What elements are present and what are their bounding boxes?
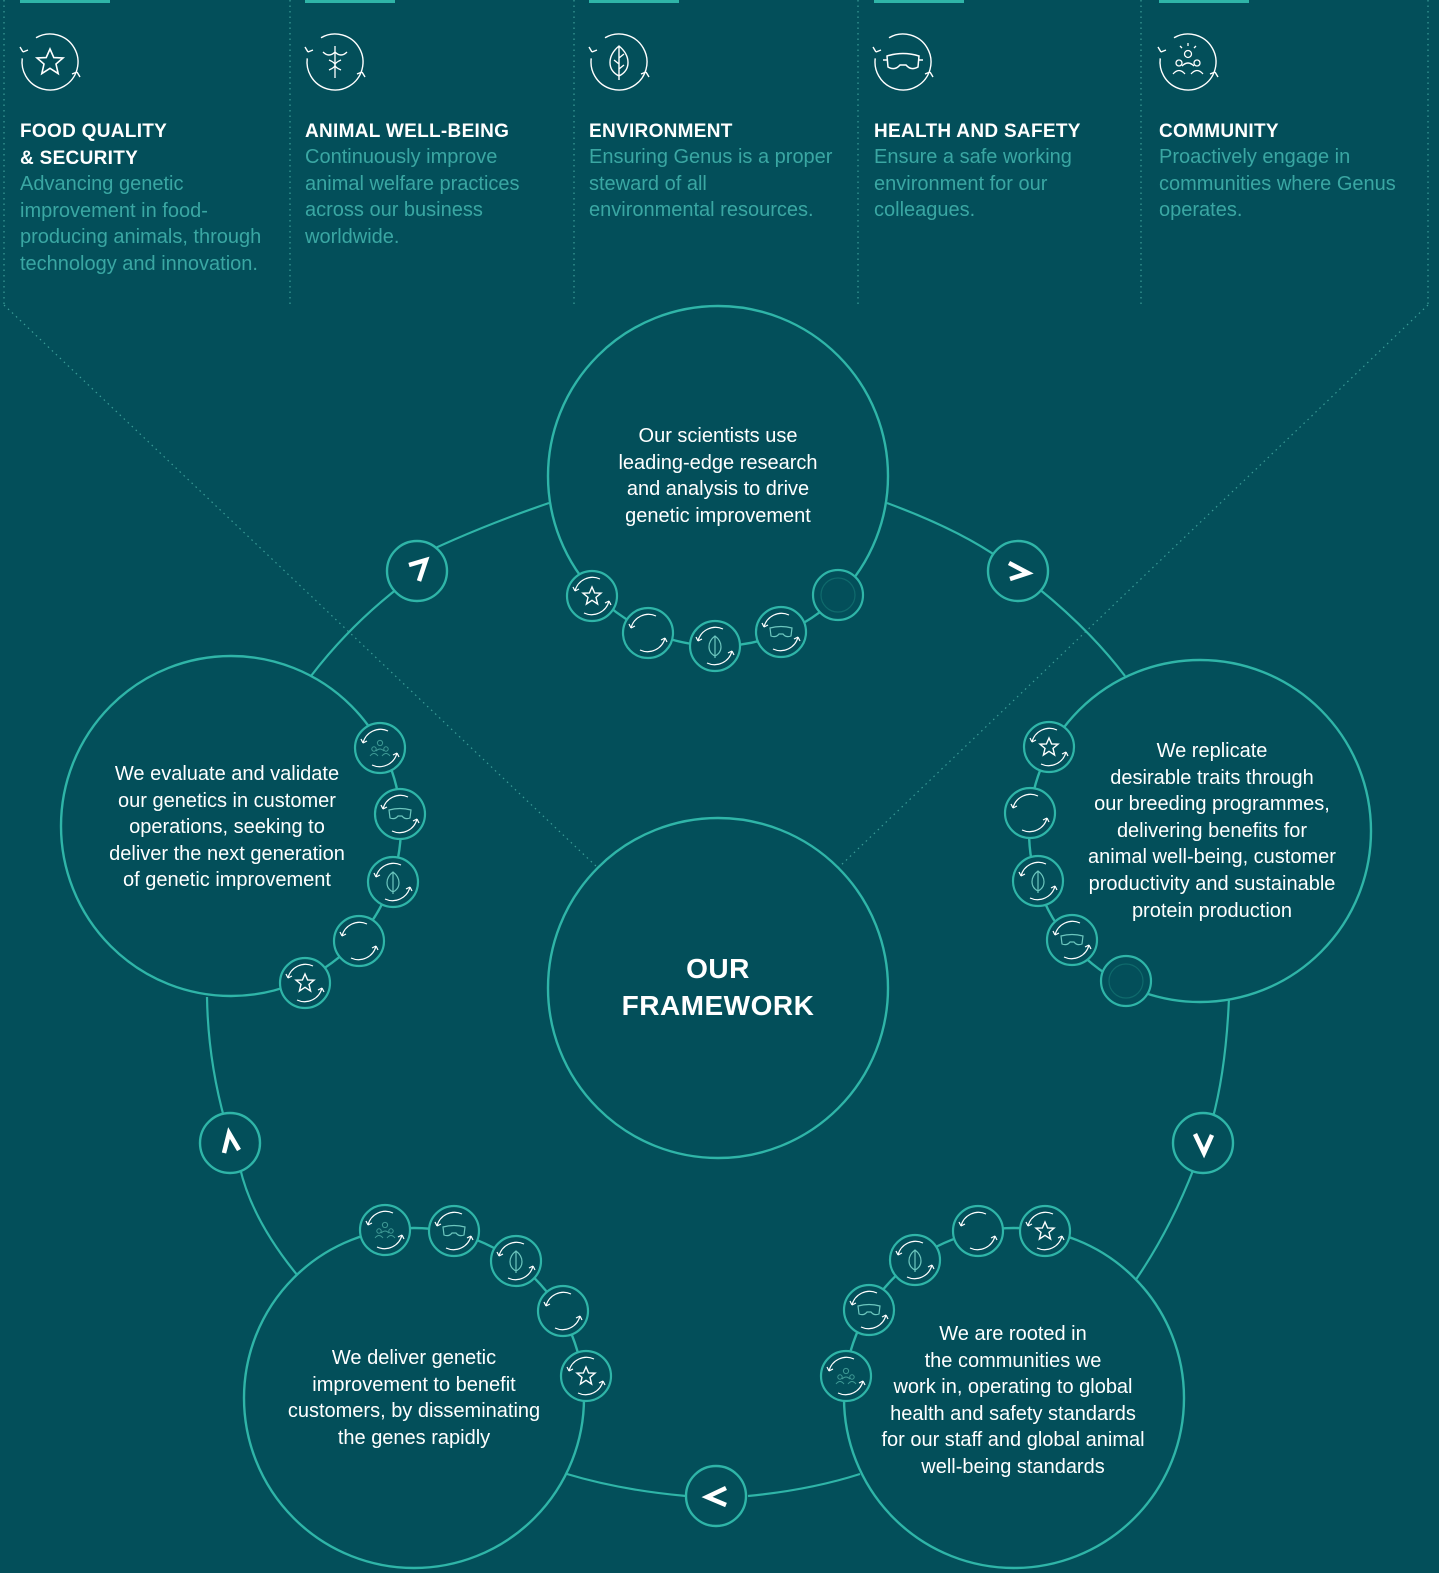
caduceus-icon <box>1003 786 1057 840</box>
chevron-icon <box>408 556 430 582</box>
caduceus-icon <box>951 1204 1005 1258</box>
pillar-description: Ensure a safe working environment for ou… <box>874 146 1072 222</box>
caduceus-icon <box>332 914 386 968</box>
star-icon <box>565 569 619 623</box>
mini-icons <box>278 568 1153 1403</box>
arrow-badge-4 <box>684 1464 748 1528</box>
pillar-description: Continuously improve animal welfare prac… <box>305 146 520 248</box>
pillar-title: ENVIRONMENT <box>589 121 733 142</box>
pillar-accent-bar <box>874 0 964 3</box>
column-dividers <box>3 0 1429 869</box>
leaf-icon <box>888 1233 942 1287</box>
leaf-icon <box>489 1234 543 1288</box>
goggles-icon <box>373 787 427 841</box>
pillar-accent-bar <box>20 0 110 3</box>
people-icon <box>358 1203 412 1257</box>
pillar-accent-bar <box>305 0 395 3</box>
star-icon <box>1018 1204 1072 1258</box>
arrow-badge-3 <box>1171 1111 1235 1175</box>
caduceus-icon <box>536 1284 590 1338</box>
people-icon <box>811 568 865 622</box>
star-icon <box>278 956 332 1010</box>
pillar-title: FOOD QUALITY& SECURITY <box>20 121 168 169</box>
chevron-icon <box>1007 561 1034 582</box>
star-icon <box>559 1349 613 1403</box>
chevron-left-icon <box>701 1485 727 1508</box>
arrow-badges <box>198 539 1235 1528</box>
pillar-description: Ensuring Genus is a proper steward of al… <box>589 146 833 222</box>
chevron-up-icon <box>221 1127 241 1154</box>
dotted-pointer-left <box>3 304 599 869</box>
pillar-accent-bar <box>1159 0 1249 3</box>
arrow-badge-1 <box>385 539 449 603</box>
people-icon <box>1099 954 1153 1008</box>
safety-goggles-cycle-icon <box>872 33 934 91</box>
leaf-icon <box>688 619 742 673</box>
pillar-icons <box>19 33 1219 91</box>
goggles-icon <box>427 1204 481 1258</box>
caduceus-icon <box>621 606 675 660</box>
goggles-icon <box>754 605 808 659</box>
pillar-description: Advancing genetic improvement in food-pr… <box>20 173 262 275</box>
center-circle <box>546 816 890 1160</box>
people-cycle-icon <box>1157 33 1219 91</box>
leaf-icon <box>1011 854 1065 908</box>
dotted-pointer-right <box>837 304 1429 869</box>
leaf-cycle-icon <box>588 33 650 91</box>
pillar-title: ANIMAL WELL-BEING <box>305 121 510 142</box>
star-cycle-icon <box>19 33 81 91</box>
pillar-title: HEALTH AND SAFETY <box>874 121 1081 142</box>
pillar-accent-bar <box>589 0 679 3</box>
chevron-down-icon <box>1192 1133 1215 1159</box>
caduceus-cycle-icon <box>304 33 366 91</box>
arrow-badge-2 <box>986 539 1050 603</box>
arrow-badge-5 <box>198 1111 262 1175</box>
pillar-description: Proactively engage in communities where … <box>1159 146 1396 222</box>
pillar-title: COMMUNITY <box>1159 121 1279 142</box>
